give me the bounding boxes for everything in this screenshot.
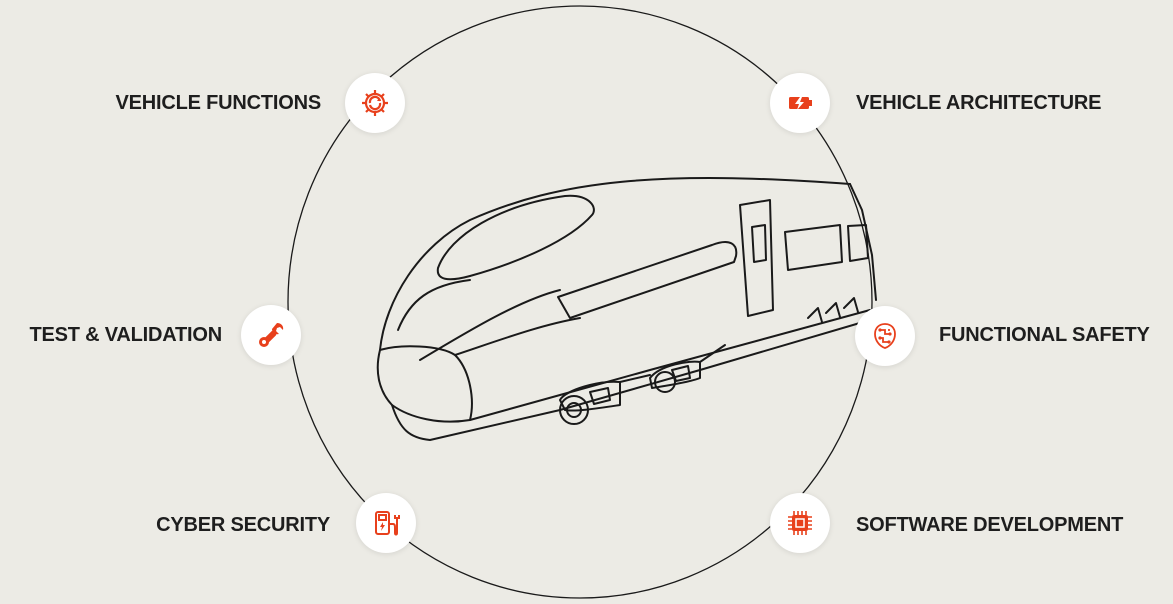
vehicle-functions-label: VEHICLE FUNCTIONS [116,92,322,115]
cyber-security-label: CYBER SECURITY [156,514,330,537]
software-development-node[interactable] [770,493,830,553]
circuit-icon [868,319,902,353]
test-validation-node[interactable] [241,305,301,365]
cyber-security-node[interactable] [356,493,416,553]
charging-station-icon [369,506,403,540]
functional-safety-node[interactable] [855,306,915,366]
vehicle-functions-node[interactable] [345,73,405,133]
software-development-label: SOFTWARE DEVELOPMENT [856,514,1123,537]
gear-cycle-icon [358,86,392,120]
functional-safety-label: FUNCTIONAL SAFETY [939,324,1150,347]
microchip-icon [783,506,817,540]
wrench-icon [254,318,288,352]
vehicle-architecture-label: VEHICLE ARCHITECTURE [856,92,1101,115]
battery-charge-icon [783,86,817,120]
test-validation-label: TEST & VALIDATION [29,324,222,347]
vehicle-architecture-node[interactable] [770,73,830,133]
